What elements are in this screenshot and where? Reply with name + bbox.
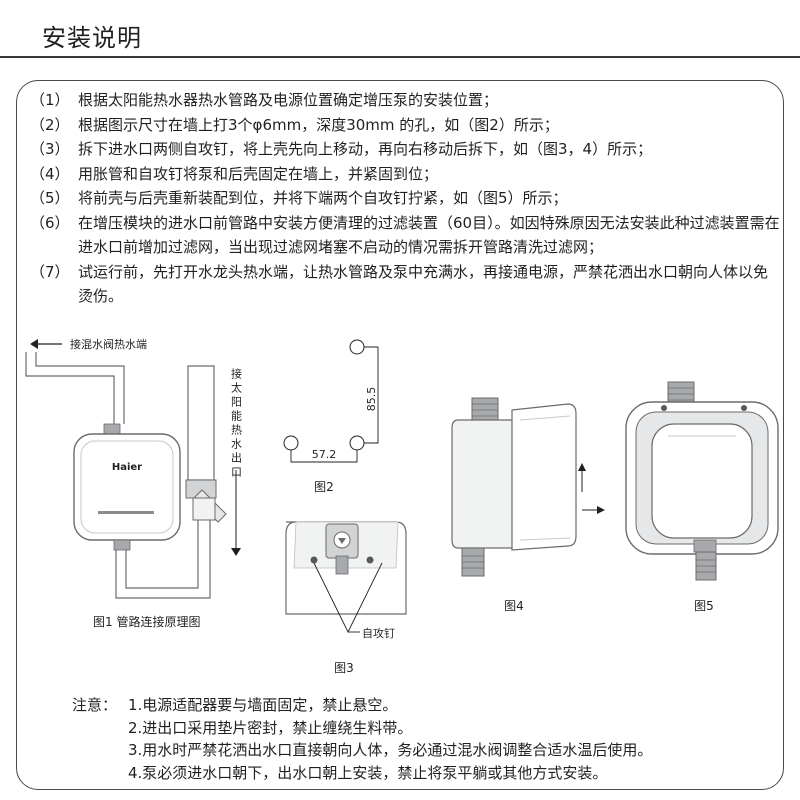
fig3-caption: 图3 bbox=[334, 661, 354, 675]
pump-body bbox=[73, 433, 181, 541]
fig1-caption: 图1 管路连接原理图 bbox=[93, 614, 200, 629]
step-text: 试运行前，先打开水龙头热水端，让热水管路及泵中充满水，再接通电源，严禁花洒出水口… bbox=[78, 262, 769, 306]
notes-heading: 注意： bbox=[72, 696, 118, 714]
fig4-side-view: 图4 bbox=[451, 397, 605, 613]
step-item: （5） 将前壳与后壳重新装配到位，并将下端两个自攻钉拧紧，如（图5）所示； bbox=[30, 186, 780, 211]
filter-valve bbox=[185, 479, 227, 523]
dimension-line-vertical bbox=[364, 346, 379, 444]
front-shell bbox=[511, 403, 577, 551]
screw-left bbox=[310, 556, 318, 564]
mounting-hole bbox=[283, 435, 299, 451]
fig1-pipe-diagram: 接混水阀热水端 Haier 接太阳能热水出口 图1 管路连接原理图 bbox=[25, 337, 243, 629]
step-text: 根据图示尺寸在墙上打3个φ6mm，深度30mm 的孔，如（图2）所示； bbox=[78, 115, 559, 134]
fig1-side-label: 接太阳能热水出口 bbox=[230, 368, 243, 480]
note-item: 4.泵必须进水口朝下，出水口朝上安装，禁止将泵平躺或其他方式安装。 bbox=[128, 763, 608, 782]
step-text: 根据太阳能热水器热水管路及电源位置确定增压泵的安装位置； bbox=[78, 91, 499, 109]
step-item: （3） 拆下进水口两侧自攻钉，将上壳先向上移动，再向右移动后拆下，如（图3，4）… bbox=[30, 137, 780, 162]
notes-list: 1.电源适配器要与墙面固定，禁止悬空。 2.进出口采用垫片密封，禁止缠绕生料带。… bbox=[128, 694, 652, 784]
step-number: （7） bbox=[30, 262, 70, 281]
content-frame bbox=[16, 80, 784, 790]
step-text: 拆下进水口两侧自攻钉，将上壳先向上移动，再向右移动后拆下，如（图3，4）所示； bbox=[78, 140, 653, 158]
fig3-bottom-view: 自攻钉 图3 bbox=[285, 521, 407, 675]
dim-horizontal: 57.2 bbox=[312, 448, 337, 461]
brand-logo: Haier bbox=[112, 462, 142, 473]
note-item: 1.电源适配器要与墙面固定，禁止悬空。 bbox=[128, 696, 398, 714]
top-fitting bbox=[471, 397, 499, 421]
notes-section: 注意： 1.电源适配器要与墙面固定，禁止悬空。 2.进出口采用垫片密封，禁止缠绕… bbox=[72, 694, 652, 784]
screw bbox=[661, 405, 667, 411]
vertical-riser-pipe bbox=[187, 365, 215, 481]
screw bbox=[741, 405, 747, 411]
back-shell bbox=[451, 419, 521, 549]
top-fitting bbox=[667, 381, 695, 405]
screw-callout-label: 自攻钉 bbox=[362, 626, 395, 640]
step-item: （7） 试运行前，先打开水龙头热水端，让热水管路及泵中充满水，再接通电源，严禁花… bbox=[30, 260, 780, 309]
step-number: （1） bbox=[30, 91, 70, 109]
step-text: 用胀管和自攻钉将泵和后壳固定在墙上，并紧固到位； bbox=[78, 164, 439, 183]
note-item: 3.用水时严禁花洒出水口直接朝向人体，务必通过混水阀调整合适水温后使用。 bbox=[128, 741, 653, 759]
side-arrow-head bbox=[231, 548, 241, 556]
step-number: （3） bbox=[30, 140, 70, 158]
inlet-pipe bbox=[115, 520, 211, 599]
fig2-mounting-holes: 85.5 57.2 图2 bbox=[283, 339, 379, 494]
outlet-pipe bbox=[25, 352, 115, 424]
outlet-fitting bbox=[103, 423, 121, 435]
step-item: （1） 根据太阳能热水器热水管路及电源位置确定增压泵的安装位置； bbox=[30, 88, 780, 113]
page-title: 安装说明 bbox=[42, 24, 142, 52]
step-item: （6） 在增压模块的进水口前管路中安装方便清理的过滤装置（60目）。如因特殊原因… bbox=[30, 211, 780, 260]
step-item: （4） 用胀管和自攻钉将泵和后壳固定在墙上，并紧固到位； bbox=[30, 162, 780, 187]
screw-right bbox=[366, 556, 374, 564]
step-number: （6） bbox=[30, 213, 70, 232]
title-underline bbox=[0, 56, 800, 58]
mounting-hole bbox=[349, 339, 365, 355]
fig2-caption: 图2 bbox=[314, 480, 334, 494]
dimension-line-horizontal bbox=[290, 450, 358, 463]
step-text: 在增压模块的进水口前管路中安装方便清理的过滤装置（60目）。如因特殊原因无法安装… bbox=[78, 213, 780, 257]
fig4-caption: 图4 bbox=[504, 599, 524, 613]
step-number: （2） bbox=[30, 115, 70, 134]
step-number: （5） bbox=[30, 189, 70, 207]
fig5-caption: 图5 bbox=[694, 599, 714, 613]
inlet-fitting bbox=[113, 539, 131, 551]
fig1-top-label: 接混水阀热水端 bbox=[70, 337, 147, 351]
dim-vertical: 85.5 bbox=[365, 387, 378, 412]
step-number: （4） bbox=[30, 164, 70, 183]
step-item: （2） 根据图示尺寸在墙上打3个φ6mm，深度30mm 的孔，如（图2）所示； bbox=[30, 113, 780, 138]
step-text: 将前壳与后壳重新装配到位，并将下端两个自攻钉拧紧，如（图5）所示； bbox=[78, 189, 568, 207]
front-cover bbox=[651, 423, 753, 539]
pump-control-strip bbox=[98, 511, 154, 514]
installation-steps: （1） 根据太阳能热水器热水管路及电源位置确定增压泵的安装位置； （2） 根据图… bbox=[30, 88, 780, 309]
note-item: 2.进出口采用垫片密封，禁止缠绕生料带。 bbox=[128, 718, 413, 737]
mounting-hole bbox=[349, 435, 365, 451]
inlet-arrow bbox=[30, 339, 62, 349]
fig5-front-view: 图5 bbox=[625, 381, 779, 613]
